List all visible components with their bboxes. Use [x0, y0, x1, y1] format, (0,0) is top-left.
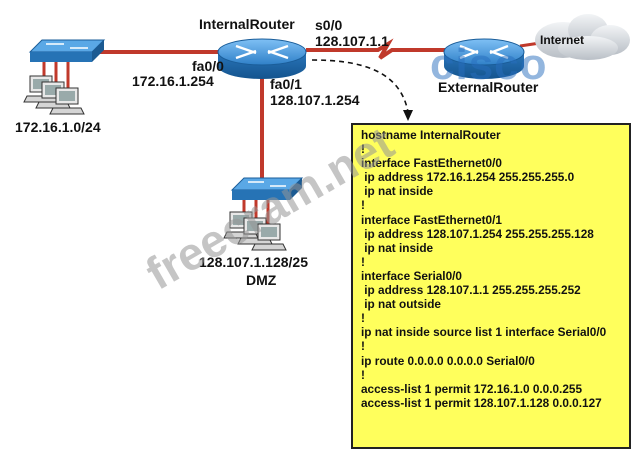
internal-router-icon	[217, 38, 307, 79]
fa0-0-ip: 172.16.1.254	[132, 73, 214, 89]
internet-cloud-icon	[535, 14, 630, 60]
cisco-logo-watermark: cisco	[430, 40, 548, 89]
dmz-label: DMZ	[246, 272, 277, 288]
config-pointer-arrow	[311, 59, 409, 113]
config-line: interface FastEthernet0/0	[361, 156, 502, 171]
config-line: !	[361, 142, 365, 157]
dmz-switch-icon	[230, 177, 304, 200]
config-line: ip nat inside	[361, 240, 434, 255]
external-router-name: ExternalRouter	[438, 79, 539, 95]
config-line: ip nat inside source list 1 interface Se…	[361, 325, 607, 340]
config-line: ip nat inside	[361, 184, 434, 199]
config-line: hostname InternalRouter	[361, 128, 501, 142]
config-line: interface Serial0/0	[361, 268, 462, 283]
internal-router-name: InternalRouter	[199, 16, 295, 32]
fa0-0-label: fa0/0	[192, 58, 224, 74]
lan-network-label: 172.16.1.0/24	[15, 119, 101, 135]
config-line: !	[361, 339, 365, 354]
lan-pc-icons	[23, 75, 85, 115]
external-router-icon	[443, 38, 525, 79]
fa0-1-ip: 128.107.1.254	[270, 92, 360, 108]
config-line: ip address 128.107.1.1 255.255.255.252	[361, 283, 581, 298]
dmz-pc-icons	[223, 211, 287, 251]
config-line: !	[361, 254, 365, 269]
s0-0-label: s0/0	[315, 17, 343, 33]
config-line: access-list 1 permit 128.107.1.128 0.0.0…	[361, 395, 602, 410]
internet-label: Internet	[540, 33, 585, 47]
dmz-network-label: 128.107.1.128/25	[199, 254, 308, 270]
router-config-box: hostname InternalRouter!interface FastEt…	[351, 123, 631, 449]
config-line: ip route 0.0.0.0 0.0.0.0 Serial0/0	[361, 353, 535, 368]
config-line: !	[361, 311, 365, 326]
config-line: ip nat outside	[361, 297, 441, 312]
link-serial	[306, 38, 448, 60]
pc-icon	[49, 87, 85, 115]
s0-0-ip: 128.107.1.1	[315, 33, 389, 49]
config-line: interface FastEthernet0/1	[361, 212, 502, 227]
lan-switch-icon	[28, 39, 106, 62]
pc-icon	[251, 223, 287, 251]
fa0-1-label: fa0/1	[270, 76, 302, 92]
config-line: access-list 1 permit 172.16.1.0 0.0.0.25…	[361, 381, 583, 396]
arrow-head-icon	[403, 110, 413, 121]
config-line: ip address 172.16.1.254 255.255.255.0	[361, 170, 575, 185]
config-line: ip address 128.107.1.254 255.255.255.128	[361, 226, 594, 241]
config-line: !	[361, 198, 365, 213]
config-line: !	[361, 367, 365, 382]
